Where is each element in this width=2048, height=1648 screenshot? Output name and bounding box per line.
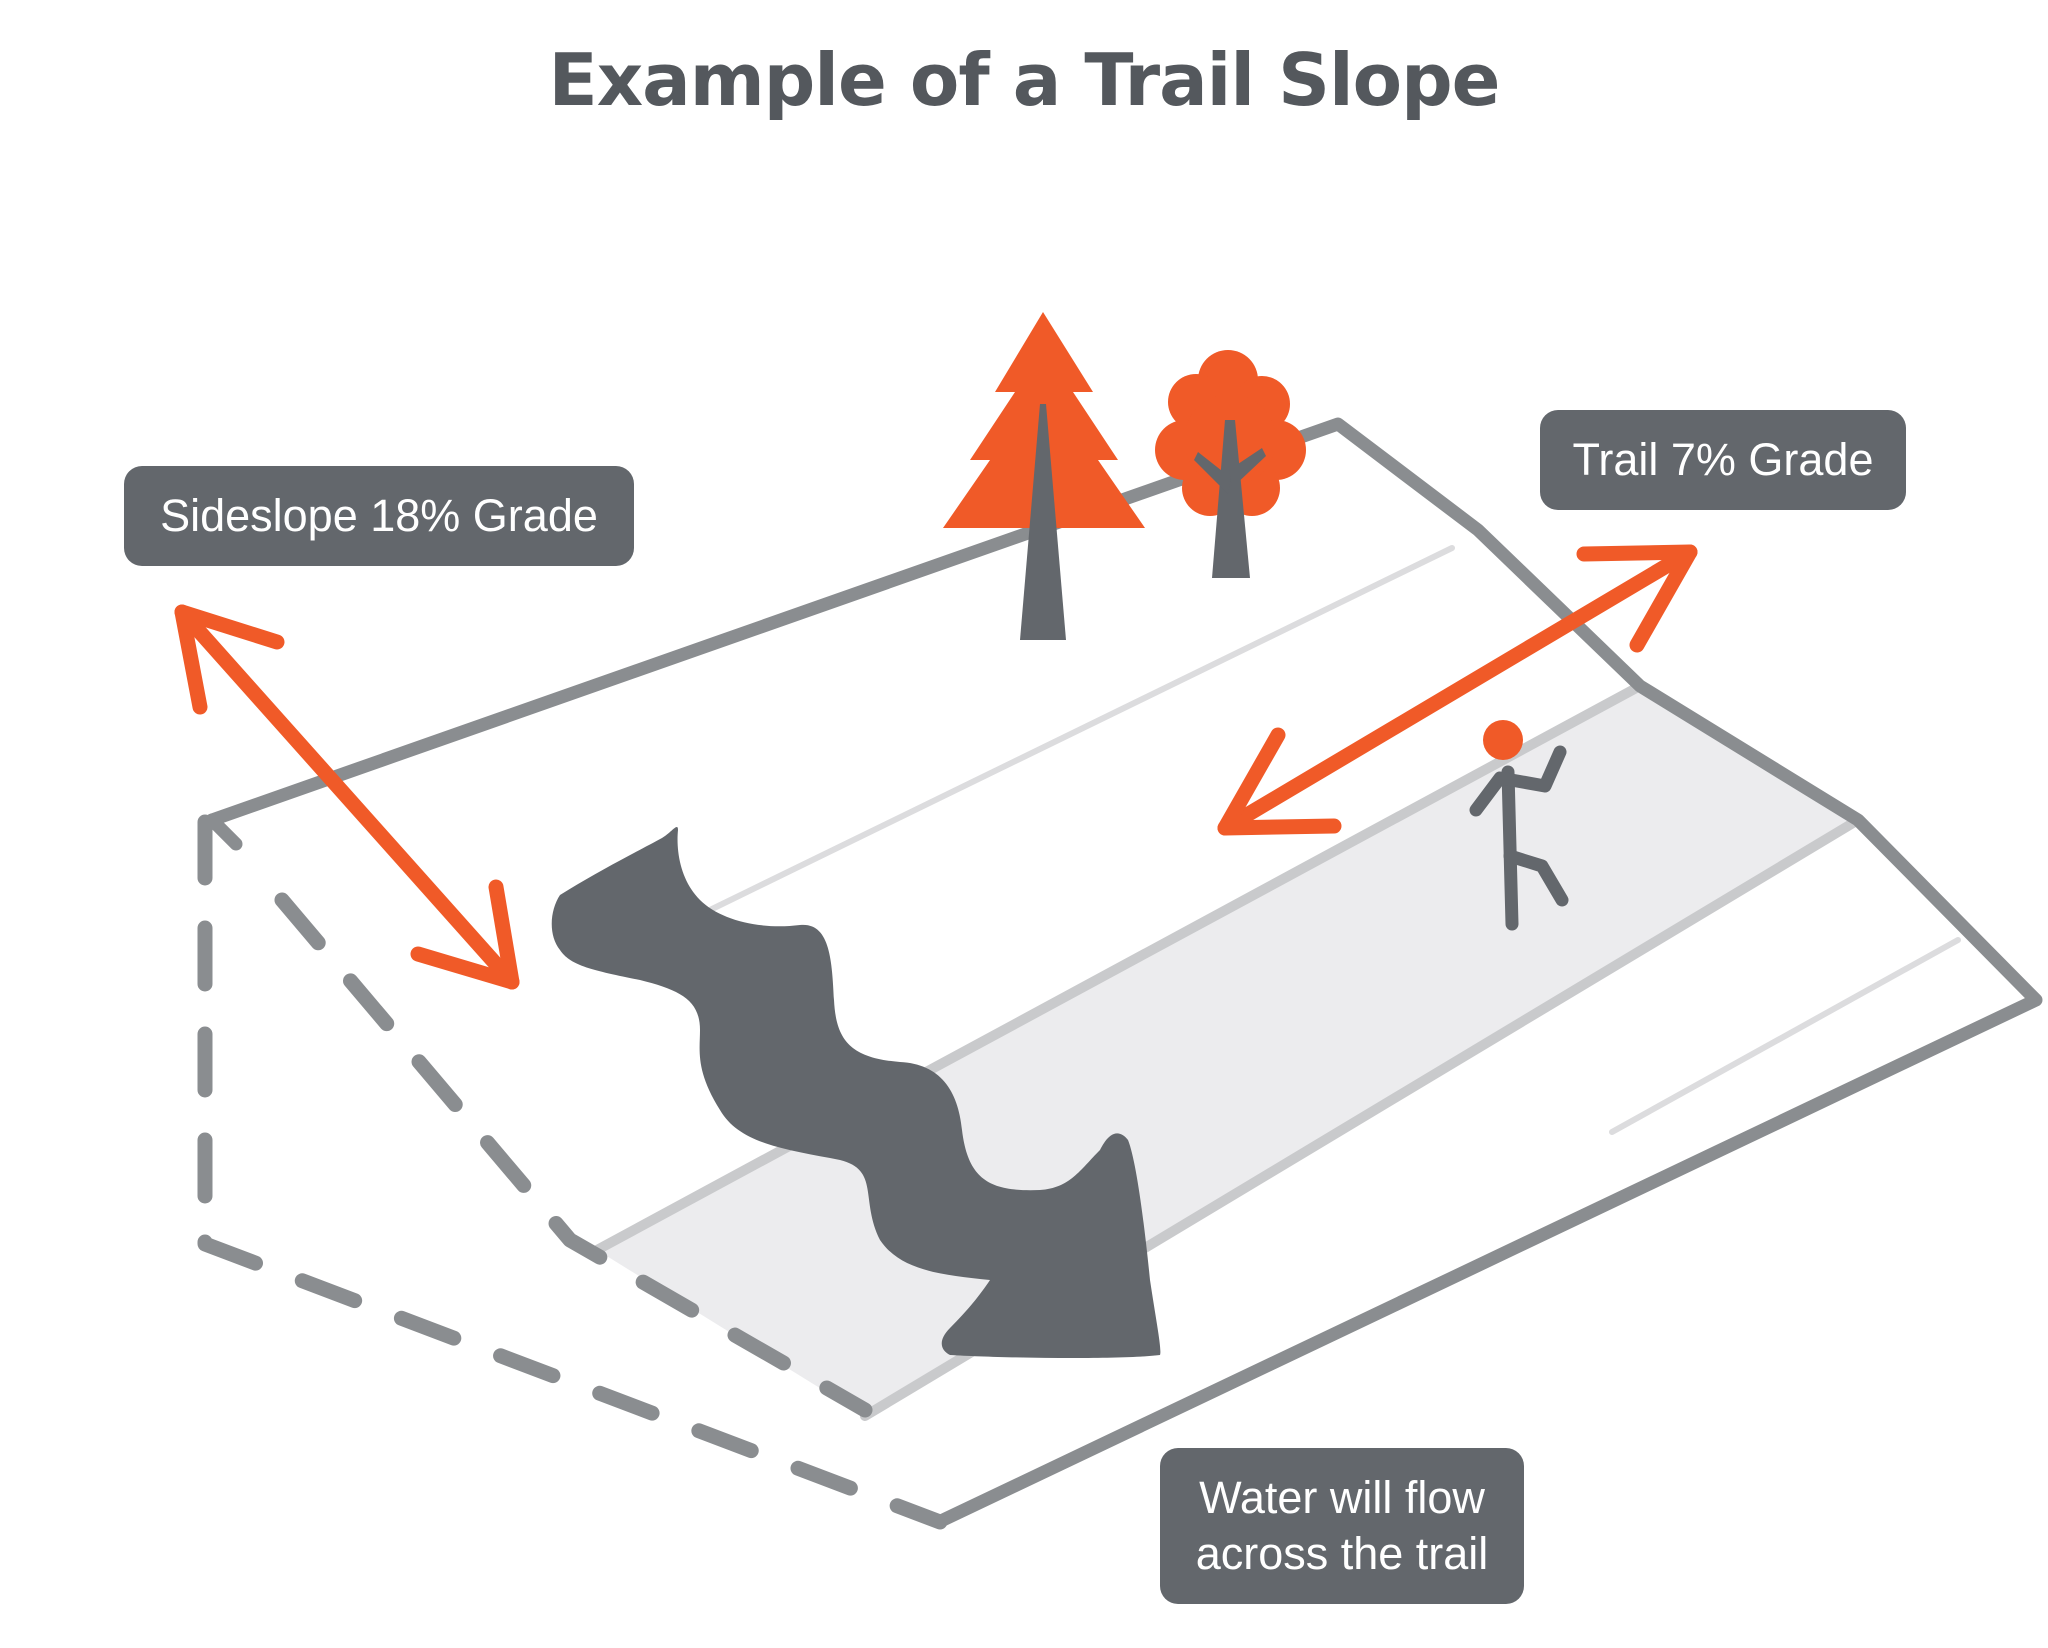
diagram-title: Example of a Trail Slope <box>548 38 1501 122</box>
trail-grade-arrow <box>1217 544 1698 836</box>
sideslope-grade-label: Sideslope 18% Grade <box>124 466 634 566</box>
deciduous-tree-icon <box>1155 350 1306 578</box>
hillside-guide-line-lower <box>1609 937 1961 1135</box>
landscape-front-corner <box>205 813 243 851</box>
water-flow-icon <box>551 827 1161 1359</box>
trail-grade-label: Trail 7% Grade <box>1540 410 1906 510</box>
conifer-tree-icon <box>943 312 1145 640</box>
landscape-outline <box>205 417 2043 1527</box>
water-flow-label: Water will flow across the trail <box>1160 1448 1524 1604</box>
trail-edge-upper <box>592 681 1645 1255</box>
sideslope-grade-arrow <box>174 604 520 990</box>
cross-section-dashed-lines <box>197 814 948 1530</box>
hillside-guide-line-upper <box>707 545 1455 913</box>
hiker-icon <box>1469 720 1569 931</box>
